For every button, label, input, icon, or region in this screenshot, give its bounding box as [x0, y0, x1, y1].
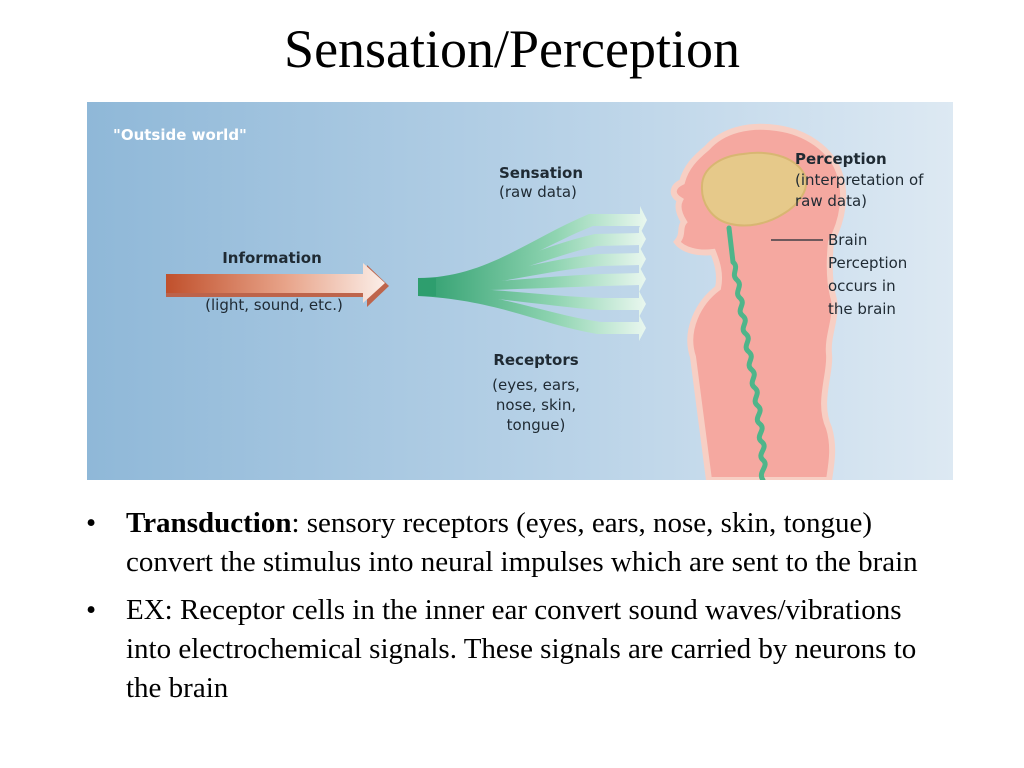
- bullet-text: : sensory receptors (eyes, ears, nose, s…: [126, 507, 918, 578]
- receptors-line-1: (eyes, ears,: [492, 376, 580, 394]
- brain-line-1: Brain: [828, 231, 867, 249]
- brain-line-3: occurs in: [828, 277, 896, 295]
- brain-line-4: the brain: [828, 300, 896, 318]
- outside-world-label: "Outside world": [113, 126, 247, 144]
- sensation-title: Sensation: [499, 164, 583, 182]
- brain-line-2: Perception: [828, 254, 907, 272]
- sensation-perception-diagram: "Outside world" Information (light, soun…: [87, 102, 953, 480]
- information-subtitle: (light, sound, etc.): [205, 296, 343, 314]
- perception-line-1: (interpretation of: [795, 171, 924, 189]
- perception-title: Perception: [795, 150, 887, 168]
- bullet-marker: •: [86, 507, 97, 539]
- receptors-title: Receptors: [493, 351, 578, 369]
- bullet-item-example: • EX: Receptor cells in the inner ear co…: [86, 591, 946, 708]
- bullet-list: • Transduction: sensory receptors (eyes,…: [86, 504, 946, 717]
- human-figure: [670, 123, 847, 480]
- perception-line-2: raw data): [795, 192, 867, 210]
- bullet-term: Transduction: [126, 507, 292, 539]
- bullet-text: EX: Receptor cells in the inner ear conv…: [126, 594, 917, 704]
- slide-title: Sensation/Perception: [284, 19, 740, 79]
- information-arrow: [166, 263, 389, 307]
- sensation-subtitle: (raw data): [499, 183, 577, 201]
- information-title: Information: [222, 249, 322, 267]
- sensation-fan-arrows: [418, 206, 647, 341]
- bullet-marker: •: [86, 594, 97, 626]
- receptors-line-3: tongue): [507, 416, 566, 434]
- receptors-line-2: nose, skin,: [496, 396, 576, 414]
- bullet-item-transduction: • Transduction: sensory receptors (eyes,…: [86, 504, 946, 582]
